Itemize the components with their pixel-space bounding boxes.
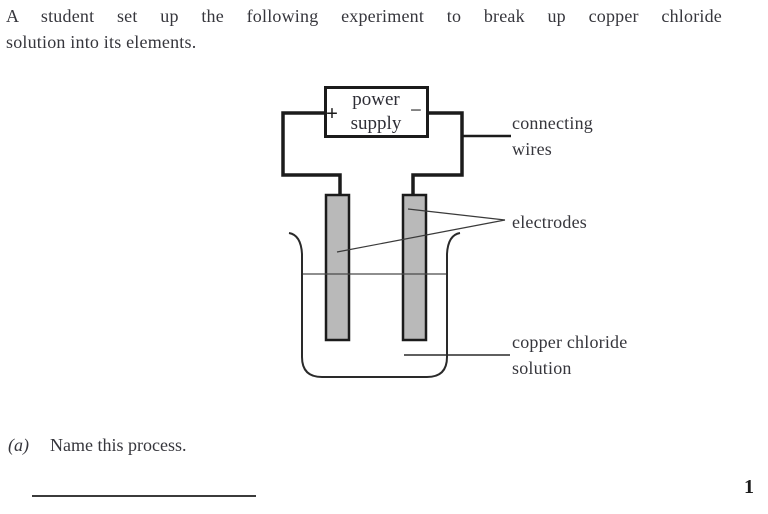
wire-left: [281, 111, 342, 197]
question-a-label: (a): [8, 435, 29, 455]
power-supply-label: power supply: [350, 89, 402, 134]
electrodes-pointer-line-upper: [407, 208, 506, 221]
label-copper-chloride-solution: copper chloride solution: [512, 332, 628, 378]
minus-terminal-sign: −: [410, 98, 422, 122]
power-supply-box: [324, 86, 429, 138]
question-a-text: Name this process.: [50, 435, 187, 455]
wire-right: [411, 111, 464, 197]
label-electrodes: electrodes: [512, 212, 587, 232]
intro-text: A student set up the following experimen…: [6, 3, 722, 55]
marks-value: 1: [744, 476, 754, 498]
plus-terminal-sign: +: [326, 101, 338, 125]
electrode-right: [401, 193, 428, 342]
intro-line-2: solution into its elements.: [6, 32, 197, 52]
electrodes-pointer-line-lower: [336, 219, 506, 253]
intro-line-1: A student set up the following experimen…: [6, 6, 722, 26]
beaker: [288, 232, 461, 378]
answer-blank-line: [32, 495, 256, 497]
label-connecting-wires: connecting wires: [512, 113, 593, 159]
electrode-left: [324, 193, 351, 342]
